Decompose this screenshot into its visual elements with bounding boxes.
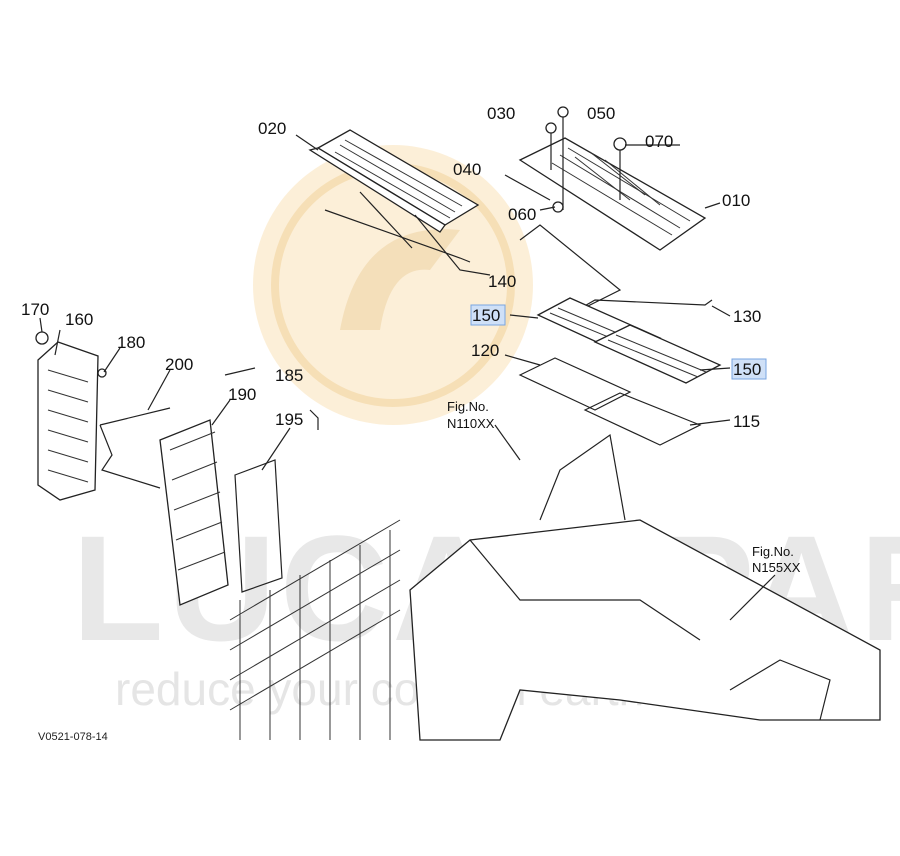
callout-150-upper[interactable]: 150 xyxy=(472,306,500,325)
leader-lines xyxy=(39,134,776,621)
callout-130[interactable]: 130 xyxy=(733,307,761,326)
part-130-rod[interactable] xyxy=(519,224,713,321)
callout-180[interactable]: 180 xyxy=(117,333,145,352)
callout-060[interactable]: 060 xyxy=(508,205,536,224)
highlight-150-lower xyxy=(731,358,767,380)
part-200-bracket[interactable] xyxy=(99,407,171,489)
part-115-frame[interactable] xyxy=(583,392,702,446)
part-140-strip xyxy=(324,209,471,263)
diagram-code: V0521-078-14 xyxy=(38,731,108,743)
figref-1-code[interactable]: N110XX xyxy=(447,416,495,431)
callout-185[interactable]: 185 xyxy=(275,366,303,385)
part-070-knob[interactable] xyxy=(613,137,627,151)
callout-070[interactable]: 070 xyxy=(645,132,673,151)
highlight-150-upper xyxy=(470,304,506,326)
part-195-gasket[interactable] xyxy=(234,459,283,593)
figref-1-label: Fig.No. xyxy=(447,399,489,414)
callout-010[interactable]: 010 xyxy=(722,191,750,210)
watermark-logo xyxy=(253,145,533,425)
part-120-frame[interactable] xyxy=(518,357,632,411)
callout-050[interactable]: 050 xyxy=(587,104,615,123)
callout-160[interactable]: 160 xyxy=(65,310,93,329)
callout-040[interactable]: 040 xyxy=(453,160,481,179)
part-150-filter-lower[interactable] xyxy=(593,324,722,384)
callout-190[interactable]: 190 xyxy=(228,385,256,404)
part-170-knob[interactable] xyxy=(35,331,49,345)
figref-2-code[interactable]: N155XX xyxy=(752,560,801,575)
part-160-cover[interactable] xyxy=(37,341,99,501)
callout-140[interactable]: 140 xyxy=(488,272,516,291)
callout-120[interactable]: 120 xyxy=(471,341,499,360)
part-050-bolt[interactable] xyxy=(557,106,569,118)
part-010-grille[interactable] xyxy=(518,137,707,251)
fastener-leaders xyxy=(550,117,621,210)
callout-195[interactable]: 195 xyxy=(275,410,303,429)
machine-body xyxy=(229,433,881,741)
callout-030[interactable]: 030 xyxy=(487,104,515,123)
part-190-filter[interactable] xyxy=(159,419,229,606)
callout-150-lower[interactable]: 150 xyxy=(733,360,761,379)
callout-020[interactable]: 020 xyxy=(258,119,286,138)
callout-170[interactable]: 170 xyxy=(21,300,49,319)
callout-115[interactable]: 115 xyxy=(733,412,760,431)
part-020-grille[interactable] xyxy=(308,129,480,233)
leader-140 xyxy=(359,191,491,276)
figref-2-label: Fig.No. xyxy=(752,544,794,559)
part-185-group xyxy=(224,367,319,430)
callout-200[interactable]: 200 xyxy=(165,355,193,374)
part-030-bolt[interactable] xyxy=(545,122,557,134)
